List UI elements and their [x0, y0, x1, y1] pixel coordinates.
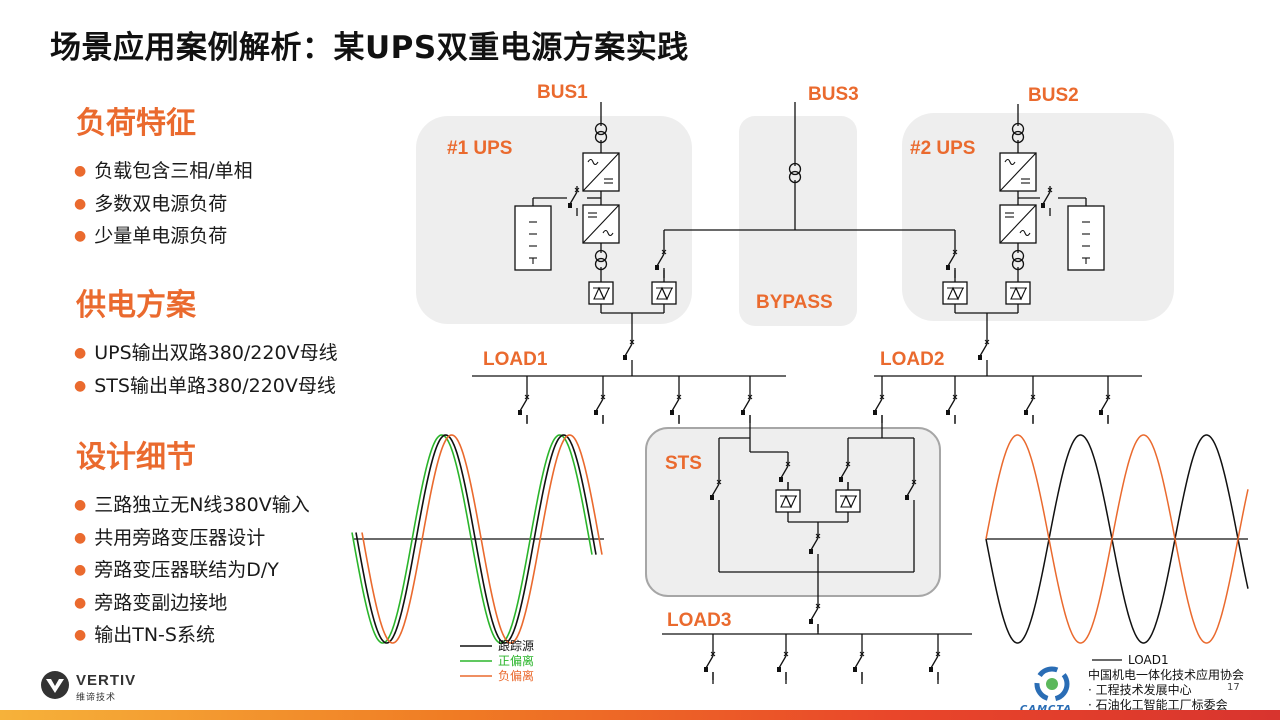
bus3-label: BUS3: [808, 84, 859, 105]
camcta-logo-icon: [1034, 666, 1070, 702]
wave-load2: [985, 434, 1249, 644]
list-item: ●多数双电源负荷: [74, 192, 228, 215]
thyristor-icon: [775, 489, 801, 513]
sts-label: STS: [665, 453, 702, 474]
bus2-label: BUS2: [1028, 85, 1079, 106]
breaker-icon: [852, 649, 865, 681]
list-item: ●输出TN-S系统: [74, 624, 215, 646]
bullet-icon: ●: [74, 163, 87, 179]
breaker-icon: [977, 337, 990, 369]
breaker-icon: [1023, 392, 1036, 424]
camcta-wordmark: CAMCTA: [1020, 704, 1072, 715]
page-number: 17: [1227, 682, 1240, 693]
breaker-icon: [808, 601, 821, 633]
wave-negative-deviation: [361, 434, 603, 644]
section-heading-design: 设计细节: [76, 440, 196, 475]
thyristor-icon: [835, 489, 861, 513]
breaker-icon: [945, 392, 958, 424]
ups2-panel: [902, 113, 1174, 321]
breaker-icon: [1098, 392, 1111, 424]
bullet-icon: ●: [74, 562, 87, 578]
load3-label: LOAD3: [667, 610, 731, 631]
battery-icon: [1067, 205, 1105, 271]
section-heading-load: 负荷特征: [76, 106, 196, 141]
watermark-text: 中国机电一体化技术应用协会 · 工程技术发展中心 · 石油化工智能工厂标委会: [1088, 668, 1245, 712]
load2-label: LOAD2: [880, 349, 944, 370]
bullet-icon: ●: [74, 228, 87, 244]
thyristor-icon: [651, 281, 677, 305]
bullet-icon: ●: [74, 497, 87, 513]
breaker-icon: [872, 392, 885, 424]
bypass-label: BYPASS: [756, 292, 833, 313]
list-item: ●旁路变压器联结为D/Y: [74, 559, 279, 581]
list-item: ●少量单电源负荷: [74, 225, 228, 247]
breaker-icon: [669, 392, 682, 424]
logo-name: VERTIV: [76, 672, 137, 689]
page-title: 场景应用案例解析：某UPS双重电源方案实践: [50, 30, 689, 66]
list-item: ●UPS输出双路380/220V母线: [74, 342, 338, 364]
bullet-icon: ●: [74, 529, 87, 546]
supply-scheme-list: ●UPS输出双路380/220V母线 ●STS输出单路380/220V母线: [74, 337, 338, 402]
wave-positive-deviation: [351, 434, 593, 644]
wave-tracking-source: [355, 434, 597, 644]
vertiv-logo-icon: [41, 671, 69, 699]
inverter-icon: [582, 204, 620, 244]
section-heading-supply: 供电方案: [76, 288, 196, 323]
breaker-icon: [740, 392, 753, 424]
load-features-list: ●负载包含三相/单相 ●多数双电源负荷 ●少量单电源负荷: [74, 155, 253, 253]
legend-tracking-source: 跟踪源: [498, 639, 534, 653]
design-details-list: ●三路独立无N线380V输入 ●共用旁路变压器设计 ●旁路变压器联结为D/Y ●…: [74, 489, 310, 652]
load1-label: LOAD1: [483, 349, 548, 370]
legend-load1: LOAD1: [1128, 653, 1169, 667]
list-item: ●负载包含三相/单相: [74, 160, 253, 182]
list-item: ●三路独立无N线380V输入: [74, 494, 310, 516]
breaker-icon: [928, 649, 941, 681]
logo-subtitle: 维谛技术: [76, 693, 117, 703]
battery-icon: [514, 205, 552, 271]
breaker-icon: [517, 392, 530, 424]
bottom-accent-bar: [0, 710, 1280, 720]
list-item: ●共用旁路变压器设计: [74, 526, 266, 549]
thyristor-icon: [1005, 281, 1031, 305]
left-waveform: 跟踪源 正偏离 负偏离: [351, 434, 604, 683]
bypass-panel: [739, 116, 857, 326]
rectifier-icon: [999, 152, 1037, 192]
inverter-icon: [999, 204, 1037, 244]
breaker-icon: [622, 337, 635, 369]
breaker-icon: [776, 649, 789, 681]
right-waveform: LOAD1: [985, 434, 1249, 667]
bullet-icon: ●: [74, 377, 87, 394]
list-item: ●旁路变副边接地: [74, 591, 228, 614]
legend-positive-deviation: 正偏离: [498, 653, 534, 668]
wave-load1: [985, 434, 1249, 644]
bullet-icon: ●: [74, 627, 87, 643]
bullet-icon: ●: [74, 594, 87, 611]
ups1-label: #1 UPS: [447, 138, 512, 159]
breaker-icon: [593, 392, 606, 424]
thyristor-icon: [942, 281, 968, 305]
ups2-label: #2 UPS: [910, 138, 975, 159]
bullet-icon: ●: [74, 345, 87, 361]
legend-negative-deviation: 负偏离: [498, 668, 534, 683]
ups1-panel: [416, 116, 692, 324]
thyristor-icon: [588, 281, 614, 305]
list-item: ●STS输出单路380/220V母线: [74, 374, 336, 397]
bus1-label: BUS1: [537, 82, 588, 103]
rectifier-icon: [582, 152, 620, 192]
breaker-icon: [703, 649, 716, 681]
bullet-icon: ●: [74, 195, 87, 212]
